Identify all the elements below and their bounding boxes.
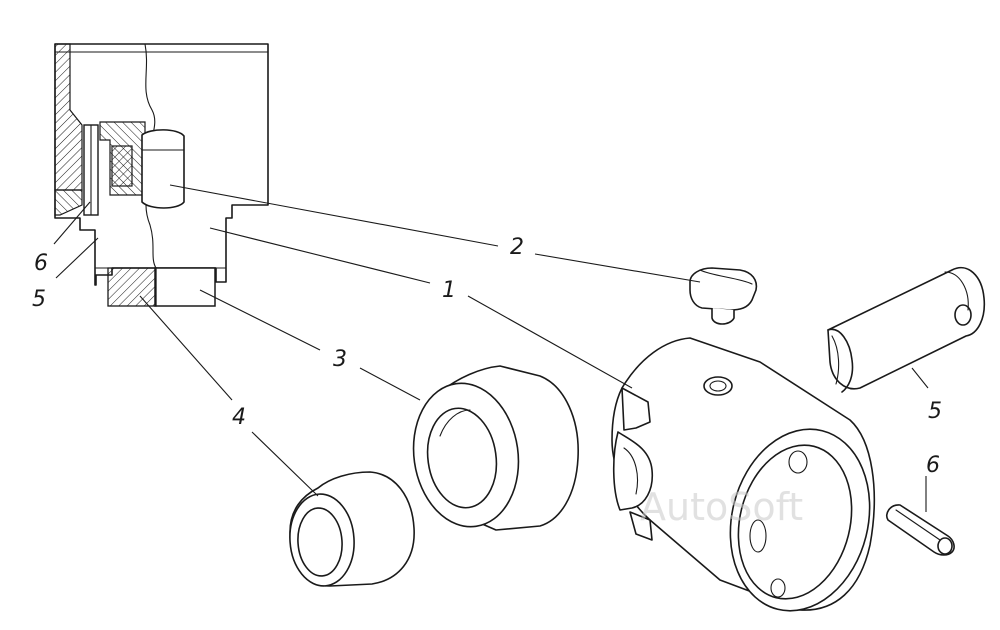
callout-6-right: 6 <box>926 453 940 478</box>
part-2-key <box>689 267 758 325</box>
callout-5-left: 5 <box>32 287 46 312</box>
callout-6-left: 6 <box>34 251 48 276</box>
leader-lines <box>53 184 929 512</box>
part-5-shaft <box>827 267 986 393</box>
part-4-bushing <box>289 471 415 587</box>
callout-3: 3 <box>333 347 347 372</box>
callout-2: 2 <box>510 235 524 260</box>
part-1-housing <box>611 337 875 612</box>
callout-1: 1 <box>442 278 456 303</box>
part-6-pin <box>885 504 955 556</box>
watermark-text: AutoSoft <box>640 485 803 529</box>
section-view-assembly <box>54 43 269 307</box>
callout-4: 4 <box>232 405 246 430</box>
callout-labels: 2 1 3 4 6 5 5 6 <box>32 235 942 478</box>
callout-5-right: 5 <box>928 399 942 424</box>
part-3-bearing <box>412 365 579 531</box>
